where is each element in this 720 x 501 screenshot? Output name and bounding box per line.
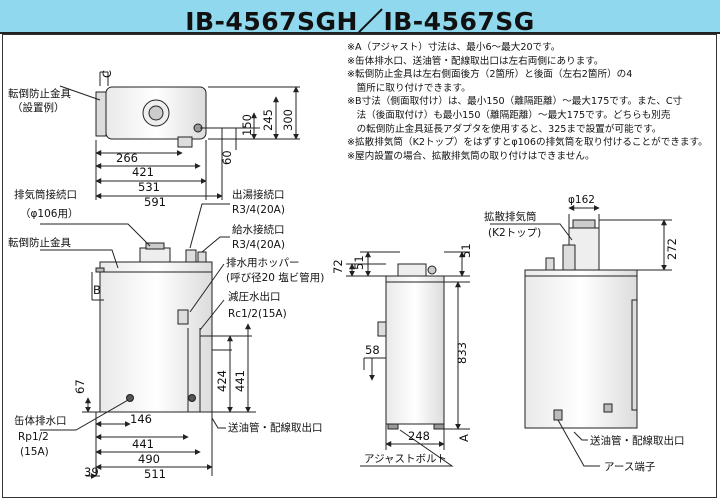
note-line: ※A（アジャスト）寸法は、最小6〜最大20です。	[347, 42, 561, 53]
label-adjust-bolt: アジャストボルト	[364, 453, 447, 465]
label-hot-size: R3/4(20A)	[232, 204, 285, 216]
label-anti-tip-bracket-top: 転倒防止金具	[8, 87, 71, 100]
dim-441: 441	[132, 437, 154, 451]
label-hot-outlet: 出湯接続口	[232, 188, 285, 201]
note-line: 法（後面取付け）も最小150（離隔距離）〜最大175です。どちらも別売	[347, 109, 671, 121]
label-exhaust-size: （φ106用）	[20, 208, 78, 220]
label-anti-tip-front: 転倒防止金具	[8, 236, 71, 249]
dim-300: 300	[281, 109, 295, 131]
notes-block: ※A（アジャスト）寸法は、最小6〜最大20です。 ※缶体排水口、送油管・配線取出…	[347, 41, 715, 163]
model-title: IB-4567SGH／IB-4567SG	[185, 7, 535, 36]
title-bar: IB-4567SGH／IB-4567SG	[0, 0, 720, 36]
dim-58: 58	[365, 343, 380, 357]
label-oil-pipe-front: 送油管・配線取出口	[228, 421, 323, 434]
label-tank-drain-a: (15A)	[20, 446, 49, 458]
label-hopper-spec: (呼び径20 塩ビ管用)	[226, 271, 324, 284]
label-tank-drain-size: Rp1/2	[18, 431, 49, 443]
dim-72: 72	[331, 259, 345, 274]
label-drain-hopper: 排水用ホッパー	[226, 256, 300, 269]
label-tank-drain: 缶体排水口	[14, 414, 67, 427]
dim-51b: 51	[459, 243, 473, 258]
label-relief-outlet: 減圧水出口	[228, 290, 281, 303]
side-view	[346, 251, 470, 467]
dim-39: 39	[84, 465, 99, 479]
label-a: A	[457, 434, 471, 442]
dim-591: 591	[144, 195, 166, 209]
label-k2-top: (K2トップ)	[488, 227, 541, 239]
dim-60: 60	[220, 150, 234, 165]
dim-245: 245	[261, 109, 275, 131]
label-diffuser: 拡散排気筒	[484, 210, 537, 223]
dim-511: 511	[144, 467, 166, 481]
dim-146: 146	[130, 412, 152, 426]
right-view	[490, 205, 672, 467]
note-line: ※屋内設置の場合、拡散排気筒の取り付けはできません。	[347, 150, 595, 162]
front-view	[40, 203, 256, 479]
dim-266: 266	[116, 151, 138, 165]
dim-51: 51	[352, 255, 366, 270]
label-phi162: φ162	[568, 194, 595, 206]
dim-531: 531	[138, 180, 160, 194]
label-relief-size: Rc1/2(15A)	[228, 308, 287, 320]
right-view-body	[524, 269, 638, 429]
label-exhaust-port: 排気筒接続口	[14, 188, 77, 201]
note-line: ※拡散排気筒（K2トップ）をはずすとφ106の排気筒を取り付けることができます。	[347, 137, 708, 149]
label-supply-size: R3/4(20A)	[232, 239, 285, 251]
side-view-body	[385, 275, 445, 425]
dim-441v: 441	[233, 370, 247, 392]
dim-833: 833	[455, 342, 469, 364]
label-earth-terminal: アース端子	[604, 460, 655, 473]
note-line: の転倒防止金具延長アダプタを使用すると、325まで設置が可能です。	[347, 123, 662, 135]
dim-67: 67	[73, 379, 87, 394]
dim-272: 272	[665, 238, 679, 260]
drawing-frame	[2, 34, 717, 498]
label-c: C	[100, 70, 114, 78]
note-line: ※B寸法（側面取付け）は、最小150（離隔距離）〜最大175です。また、C寸	[347, 96, 683, 108]
dim-150: 150	[240, 114, 254, 136]
dim-490: 490	[138, 452, 160, 466]
note-line: ※転倒防止金具は左右側面後方（2箇所）と後面（左右2箇所）の4	[347, 69, 633, 81]
note-line: 箇所に取り付けできます。	[347, 82, 471, 94]
dim-421: 421	[132, 165, 154, 179]
label-install-example: （設置例）	[12, 101, 65, 114]
label-b: B	[93, 283, 101, 297]
note-line: ※缶体排水口、送油管・配線取出口は左右両側にあります。	[347, 55, 604, 67]
dim-424: 424	[215, 370, 229, 392]
top-view	[59, 71, 300, 200]
label-oil-pipe-right: 送油管・配線取出口	[590, 434, 685, 447]
dim-248: 248	[408, 429, 430, 443]
label-supply-inlet: 給水接続口	[232, 223, 285, 236]
front-view-body	[99, 261, 213, 413]
